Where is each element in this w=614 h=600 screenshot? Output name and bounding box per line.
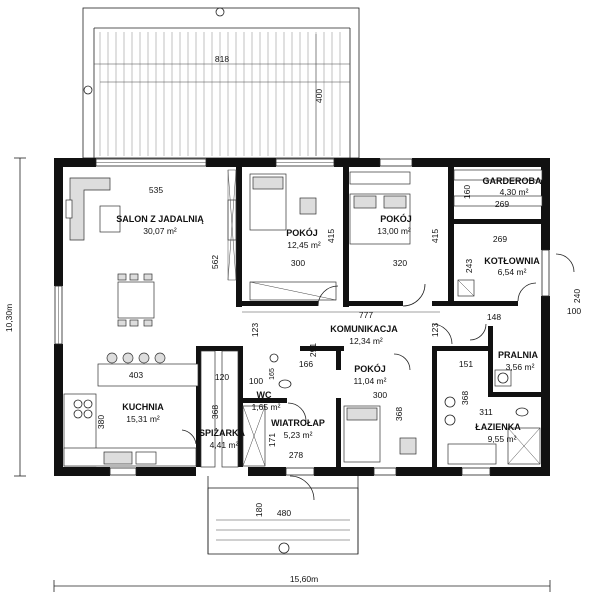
dim-pokoj3-depth: 368 bbox=[394, 407, 404, 421]
dim-terrace-depth: 400 bbox=[314, 89, 324, 103]
outer-walls bbox=[54, 158, 550, 476]
dim-komunikacja-depth-2: 123 bbox=[430, 323, 440, 337]
dim-wiatrolap-depth: 171 bbox=[267, 433, 277, 447]
room-name-lazienka: ŁAZIENKA bbox=[475, 422, 521, 432]
windows bbox=[54, 158, 550, 476]
dim-pokoj1-depth: 415 bbox=[326, 229, 336, 243]
room-area-garderoba: 4,30 m² bbox=[500, 187, 529, 197]
room-area-komunikacja: 12,34 m² bbox=[349, 336, 383, 346]
room-area-pokoj-2: 13,00 m² bbox=[377, 226, 411, 236]
dim-salon-depth: 562 bbox=[210, 255, 220, 269]
dim-extension-width: 100 bbox=[567, 306, 581, 316]
dim-garderoba-depth: 160 bbox=[462, 185, 472, 199]
dim-kuchnia-width: 403 bbox=[129, 370, 143, 380]
room-area-lazienka: 9,55 m² bbox=[488, 434, 517, 444]
dim-pokoj3-width: 300 bbox=[373, 390, 387, 400]
dimension-lines bbox=[14, 81, 551, 592]
room-name-wiatrolap: WIATROŁAP bbox=[271, 418, 325, 428]
room-name-kuchnia: KUCHNIA bbox=[122, 402, 164, 412]
room-name-komunikacja: KOMUNIKACJA bbox=[330, 324, 398, 334]
room-name-garderoba: GARDEROBA bbox=[482, 176, 542, 186]
room-name-pokoj-3: POKÓJ bbox=[354, 363, 386, 374]
dim-spizarka-width: 120 bbox=[215, 372, 229, 382]
dim-porch-depth: 180 bbox=[254, 503, 264, 517]
dim-pokoj2-depth: 415 bbox=[430, 229, 440, 243]
dim-pralnia-width: 148 bbox=[487, 312, 501, 322]
room-area-pokoj-1: 12,45 m² bbox=[287, 240, 321, 250]
dim-salon-width: 535 bbox=[149, 185, 163, 195]
dim-corridor-depth: 291 bbox=[308, 343, 318, 357]
dim-wc-depth: 100 bbox=[249, 376, 263, 386]
room-area-kotlownia: 6,54 m² bbox=[498, 267, 527, 277]
dim-pokoj1-width: 300 bbox=[291, 258, 305, 268]
dim-kotlownia-depth: 243 bbox=[464, 259, 474, 273]
room-name-pokoj-2: POKÓJ bbox=[380, 213, 412, 224]
overall-depth: 10,30m bbox=[4, 304, 14, 332]
room-area-wiatrolap: 5,23 m² bbox=[284, 430, 313, 440]
dim-lazienka-depth: 368 bbox=[460, 391, 470, 405]
entry-porch bbox=[207, 476, 359, 555]
dim-komunikacja-width: 777 bbox=[359, 310, 373, 320]
room-area-wc: 1,65 m² bbox=[252, 402, 281, 412]
overall-width: 15,60m bbox=[290, 574, 318, 584]
dim-komunikacja-depth: 123 bbox=[250, 323, 260, 337]
interior-walls bbox=[196, 167, 541, 467]
doors bbox=[181, 253, 575, 501]
dim-wc-side: 165 bbox=[269, 368, 276, 380]
room-area-spizarka: 4,41 m² bbox=[210, 440, 239, 450]
dim-kuchnia-depth: 380 bbox=[96, 415, 106, 429]
dim-pralnia-depth: 151 bbox=[459, 359, 473, 369]
dim-wiatrolap-width: 278 bbox=[289, 450, 303, 460]
terrace bbox=[82, 7, 360, 159]
dim-porch-width: 480 bbox=[277, 508, 291, 518]
room-name-pralnia: PRALNIA bbox=[498, 350, 538, 360]
room-name-spizarka: SPIŻARKA bbox=[199, 428, 246, 438]
room-name-salon: SALON Z JADALNIĄ bbox=[116, 214, 204, 224]
furniture bbox=[63, 169, 543, 468]
room-name-kotlownia: KOTŁOWNIA bbox=[484, 256, 540, 266]
room-name-pokoj-1: POKÓJ bbox=[286, 227, 318, 238]
dim-kotlownia-width: 269 bbox=[493, 234, 507, 244]
dim-pokoj2-width: 320 bbox=[393, 258, 407, 268]
room-area-pralnia: 3,56 m² bbox=[506, 362, 535, 372]
room-area-salon: 30,07 m² bbox=[143, 226, 177, 236]
dim-extension-depth: 240 bbox=[572, 289, 582, 303]
dim-terrace-width: 818 bbox=[215, 54, 229, 64]
dim-garderoba-width: 269 bbox=[495, 199, 509, 209]
dim-spizarka-depth: 368 bbox=[210, 405, 220, 419]
dim-lazienka-width: 311 bbox=[479, 407, 493, 417]
room-area-pokoj-3: 11,04 m² bbox=[354, 376, 387, 386]
dim-wc-width: 166 bbox=[299, 359, 313, 369]
room-name-wc: WC bbox=[257, 390, 272, 400]
room-area-kuchnia: 15,31 m² bbox=[126, 414, 160, 424]
